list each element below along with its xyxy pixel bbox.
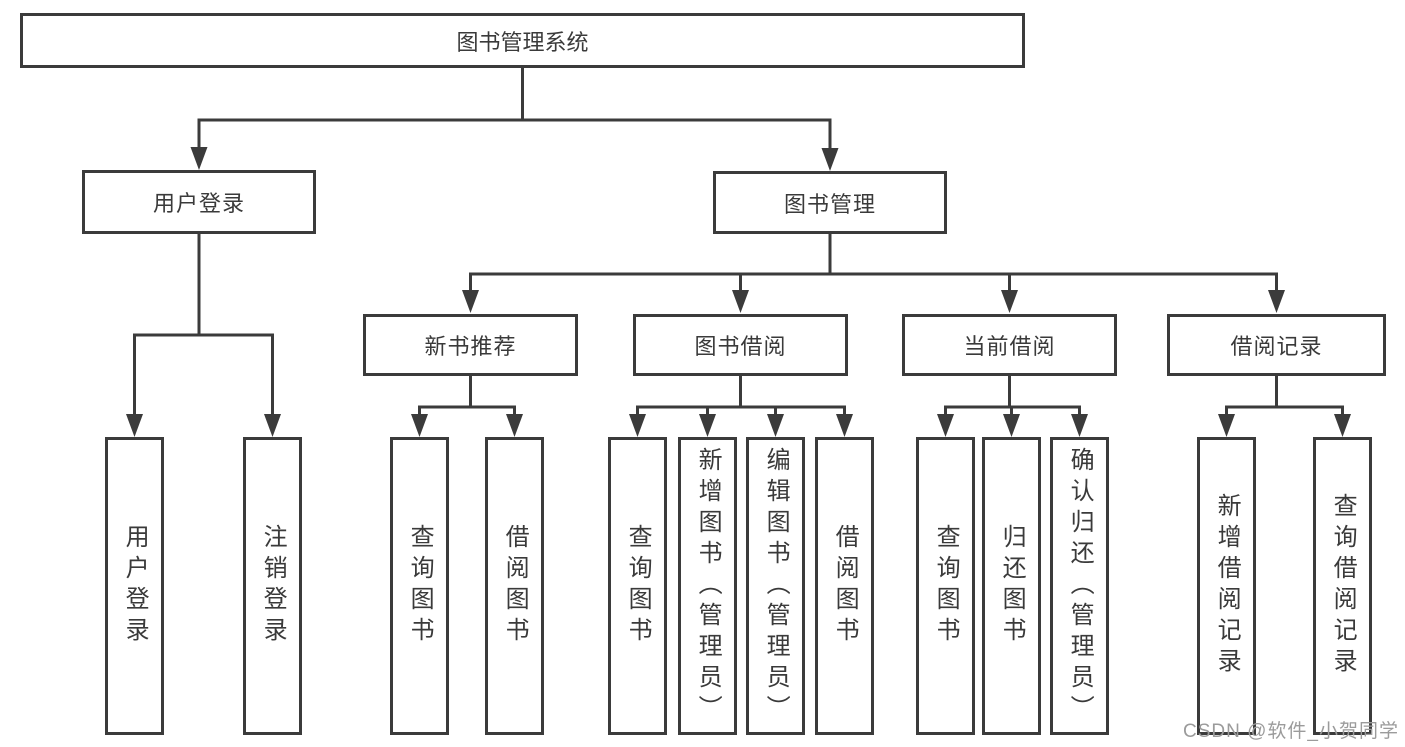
leaf-query-books-3: 查询图书	[916, 437, 975, 735]
node-current-borrowing: 当前借阅	[902, 314, 1117, 376]
leaf-edit-books-admin: 编辑图书（管理员）	[746, 437, 805, 735]
node-new-book-recommendation: 新书推荐	[363, 314, 578, 376]
leaf-logout: 注销登录	[243, 437, 302, 735]
node-label: 借阅图书	[501, 524, 529, 648]
node-user-login-branch: 用户登录	[82, 170, 316, 234]
node-label: 确认归还（管理员）	[1066, 446, 1094, 726]
leaf-user-login: 用户登录	[105, 437, 164, 735]
node-label: 新增图书（管理员）	[694, 446, 722, 726]
arrowhead-icons	[126, 147, 1351, 437]
node-label: 借阅图书	[831, 524, 859, 648]
node-label: 当前借阅	[963, 334, 1056, 359]
leaf-return-books: 归还图书	[982, 437, 1041, 735]
node-label: 图书管理	[783, 191, 876, 217]
node-book-management-branch: 图书管理	[713, 171, 947, 234]
node-label: 注销登录	[259, 524, 287, 648]
leaf-query-books-1: 查询图书	[390, 437, 449, 735]
csdn-watermark: CSDN @软件_小贺同学	[1183, 721, 1399, 742]
node-label: 编辑图书（管理员）	[762, 446, 790, 726]
node-label: 用户登录	[152, 191, 245, 216]
node-library-management-system: 图书管理系统	[20, 13, 1025, 68]
leaf-add-borrow-record: 新增借阅记录	[1197, 437, 1256, 735]
tree-edges	[133, 68, 1344, 416]
node-label: 查询图书	[406, 524, 434, 648]
node-label: 归还图书	[998, 524, 1026, 648]
node-book-borrowing: 图书借阅	[633, 314, 848, 376]
node-label: 新增借阅记录	[1213, 493, 1241, 679]
node-label: 新书推荐	[424, 334, 517, 359]
leaf-borrow-books-1: 借阅图书	[485, 437, 544, 735]
leaf-query-borrow-record: 查询借阅记录	[1313, 437, 1372, 735]
node-label: 查询图书	[624, 524, 652, 648]
leaf-query-books-2: 查询图书	[608, 437, 667, 735]
leaf-add-books-admin: 新增图书（管理员）	[678, 437, 737, 735]
node-label: 用户登录	[121, 524, 149, 648]
leaf-borrow-books-2: 借阅图书	[815, 437, 874, 735]
node-label: 查询借阅记录	[1329, 493, 1357, 679]
node-borrowing-records: 借阅记录	[1167, 314, 1386, 376]
node-label: 查询图书	[932, 524, 960, 648]
node-label: 图书借阅	[694, 334, 787, 359]
node-label: 图书管理系统	[456, 29, 589, 55]
node-label: 借阅记录	[1230, 334, 1323, 359]
leaf-confirm-return-admin: 确认归还（管理员）	[1050, 437, 1109, 735]
